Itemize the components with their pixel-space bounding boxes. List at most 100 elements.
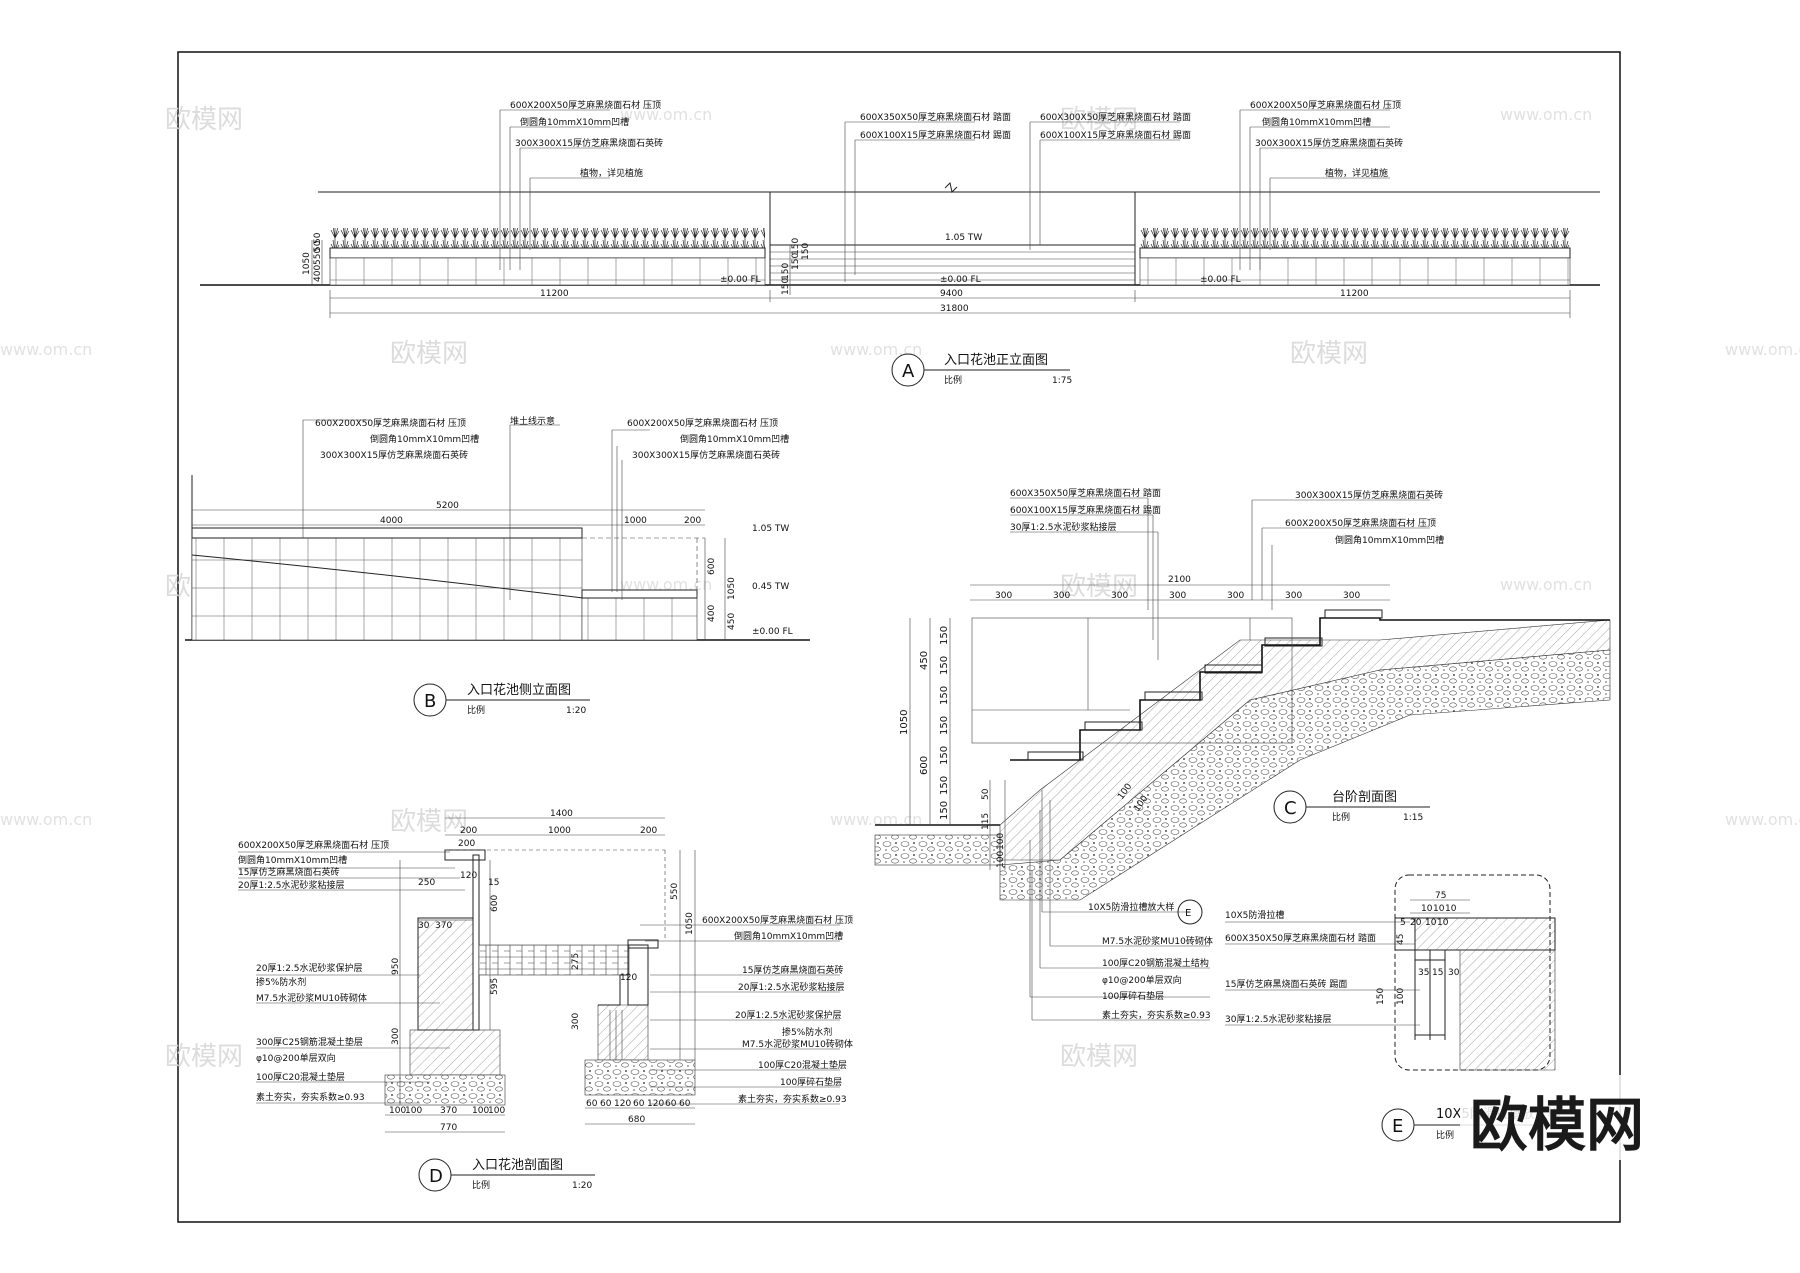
watermark-brand: 欧模网 [1060,572,1138,602]
note-c-bottom-6: 素土夯实，夯实系数≥0.93 [1102,1009,1211,1021]
vdim-a-mid-5: 150 [801,243,811,260]
dim-d-br-3: 120 [614,1099,631,1109]
note-c-bottom-4: φ10@200单层双向 [1102,974,1182,986]
vdim-c-1050: 1050 [899,710,910,735]
vdim-d-600: 600 [490,895,500,912]
watermark-brand: 欧模网 [165,1042,243,1072]
view-b-scale-label: 比例 [467,704,485,716]
vdim-a-mid-1: 150 [781,278,791,295]
dim-a-31800: 31800 [940,304,969,314]
note-c-left-2: 600X100X15厚芝麻黑烧面石材 踢面 [1010,504,1161,516]
note-d-left-4: 20厚1:2.5水泥砂浆粘接层 [238,879,345,891]
dim-e-top-7: 10 [1425,918,1437,928]
dim-e-top-4: 10 [1445,904,1457,914]
dim-c-step-5: 300 [1227,591,1244,601]
dim-a-11200-right: 11200 [1340,289,1369,299]
dim-c-step-3: 300 [1111,591,1128,601]
level-a-tw: 1.05 TW [945,233,982,243]
vdim-d-1050: 1050 [685,912,695,935]
view-b-side-elevation: 5200 4000 1000 200 600X200X50厚芝麻黑烧面石材 压顶… [185,415,810,717]
view-c-title: 台阶剖面图 [1332,790,1397,805]
note-a-right-1: 600X200X50厚芝麻黑烧面石材 压顶 [1250,99,1401,111]
dim-d-br-1: 60 [586,1099,598,1109]
watermark-brand: 欧模网 [390,807,468,837]
note-d-left-2: 倒圆角10mmX10mm凹槽 [238,854,347,866]
note-a-right-3: 300X300X15厚仿芝麻黑烧面石英砖 [1255,137,1403,149]
dim-c-step-1: 300 [995,591,1012,601]
watermark-brand: 欧模网 [165,105,243,135]
note-d-left-3: 15厚仿芝麻黑烧面石英砖 [238,866,339,878]
dim-d-200-left: 200 [460,826,477,836]
level-a-fl-2: ±0.00 FL [940,275,981,285]
dim-d-1400: 1400 [550,809,573,819]
note-a-left-1: 600X200X50厚芝麻黑烧面石材 压顶 [510,99,661,111]
detail-e-ref-letter: E [1185,908,1191,919]
note-c-bottom-5: 100厚碎石垫层 [1102,990,1164,1002]
dim-d-200-right: 200 [640,826,657,836]
detail-e-ref-circle [1177,899,1203,925]
watermark-site: www.om.cn [1500,575,1592,594]
note-d-left-7: M7.5水泥砂浆MU10砖砌体 [256,992,367,1004]
watermark-site: www.om.cn [1725,340,1800,359]
vdim-c-s2: 150 [939,656,950,675]
vdim-d-300-right: 300 [571,1013,581,1030]
dim-c-step-2: 300 [1053,591,1070,601]
note-c-bottom-1: 10X5防滑拉槽放大样 [1088,901,1174,913]
view-d-callout-letter: D [429,1166,443,1187]
view-c-callout-letter: C [1284,798,1297,819]
note-d-left-8: 300厚C25钢筋混凝土垫层 [256,1036,363,1048]
dim-d-370-top: 370 [435,921,452,931]
note-d-right-4: 20厚1:2.5水泥砂浆粘接层 [738,981,845,993]
note-a-right-2: 倒圆角10mmX10mm凹槽 [1262,116,1371,128]
dim-d-small-250: 250 [418,878,435,888]
note-a-mid2-2: 600X100X15厚芝麻黑烧面石材 踢面 [1040,129,1191,141]
view-c-scale: 1:15 [1403,813,1423,823]
watermark-brand: 欧模网 [1290,339,1368,369]
vdim-c-b2: 115 [981,813,991,830]
vdim-c-s6: 150 [939,776,950,795]
view-d-planter-section: 1400 200 1000 200 550 600 950 595 1050 3… [238,809,853,1192]
note-b-right-3: 300X300X15厚仿芝麻黑烧面石英砖 [632,449,780,461]
note-b-left-1: 600X200X50厚芝麻黑烧面石材 压顶 [315,417,466,429]
vdim-c-s7: 150 [939,801,950,820]
vdim-b-600: 600 [707,558,717,575]
dim-e-mid-1: 35 [1418,968,1429,978]
vdim-d-300-left: 300 [391,1028,401,1045]
note-c-right-1: 300X300X15厚仿芝麻黑烧面石英砖 [1295,489,1443,501]
dim-e-top-8: 10 [1437,918,1449,928]
view-d-scale: 1:20 [572,1181,592,1191]
dim-d-bl-2: 100 [405,1106,422,1116]
level-b-2: 0.45 TW [752,582,789,592]
note-d-right-8: 100厚C20混凝土垫层 [758,1059,847,1071]
dim-b-1000: 1000 [624,516,647,526]
view-a-front-elevation: 600X200X50厚芝麻黑烧面石材 压顶 倒圆角10mmX10mm凹槽 300… [200,99,1600,387]
dim-e-top-5: 5 [1400,918,1406,928]
note-b-mid: 堆土线示意 [510,415,555,427]
note-c-left-1: 600X350X50厚芝麻黑烧面石材 踏面 [1010,487,1161,499]
dim-d-br-total: 680 [628,1115,645,1125]
view-b-scale: 1:20 [566,706,586,716]
dim-d-br-2: 60 [600,1099,612,1109]
view-a-scale: 1:75 [1052,376,1072,386]
dim-d-bl-1: 100 [389,1106,406,1116]
dim-e-top-6: 20 [1410,918,1422,928]
dim-a-11200-left: 11200 [540,289,569,299]
dim-c-step-6: 300 [1285,591,1302,601]
note-c-left-3: 30厚1:2.5水泥砂浆粘接层 [1010,521,1117,533]
view-b-callout-letter: B [424,691,436,712]
dim-e-mid-2: 15 [1432,968,1443,978]
level-a-fl-1: ±0.00 FL [720,275,761,285]
dim-a-9400: 9400 [940,289,963,299]
dim-d-bl-3: 370 [440,1106,457,1116]
watermark-site: www.om.cn [620,575,712,594]
note-d-left-11: 素土夯实，夯实系数≥0.93 [256,1091,365,1103]
note-c-bottom-3: 100厚C20钢筋混凝土结构 [1102,957,1209,969]
dim-e-top-3: 10 [1433,904,1445,914]
vdim-d-595: 595 [490,978,500,995]
watermark-site: www.om.cn [0,810,92,829]
level-b-1: 1.05 TW [752,524,789,534]
vdim-a-mid-2: 150 [781,263,791,280]
watermark-site: www.om.cn [1500,105,1592,124]
note-c-right-3: 倒圆角10mmX10mm凹槽 [1335,534,1444,546]
dim-e-top-2: 10 [1421,904,1433,914]
